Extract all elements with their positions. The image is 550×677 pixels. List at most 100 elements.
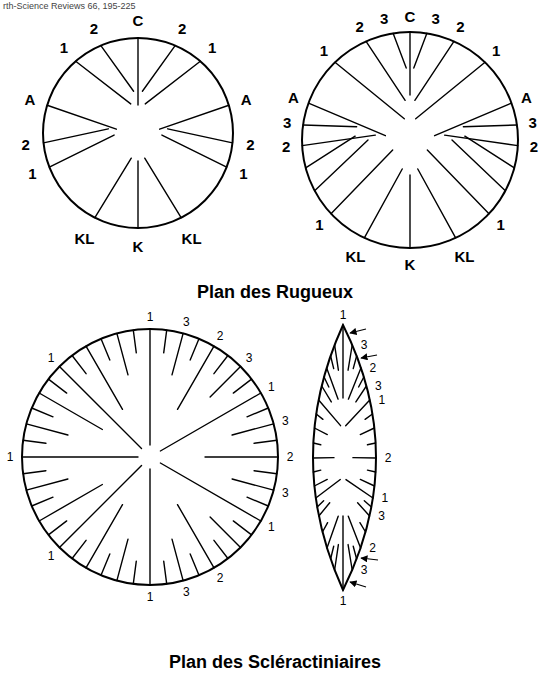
septum-line [32, 408, 53, 417]
septum-label: 1 [239, 166, 247, 181]
septum-line [327, 368, 338, 399]
septum-label: 1 [340, 309, 347, 321]
septum-line [331, 356, 334, 369]
septum-line [210, 366, 240, 396]
septum-line [214, 355, 228, 373]
septum-line [319, 503, 330, 516]
septum-line [48, 521, 66, 535]
septum-line [366, 41, 405, 100]
septum-line [247, 408, 268, 417]
septum-line [39, 393, 102, 430]
septum-label: 1 [378, 394, 385, 406]
septum-line [214, 540, 228, 558]
septum-line [335, 345, 339, 370]
septum-line [409, 175, 410, 248]
septum-label: 1 [320, 43, 328, 58]
septum-line [348, 545, 352, 570]
septum-line [149, 469, 150, 585]
septum-line [346, 400, 370, 426]
septum-label: 2 [287, 451, 294, 463]
septum-line [22, 456, 138, 457]
septum-label: 2 [456, 19, 464, 34]
septum-line [59, 465, 141, 547]
septum-line [316, 414, 323, 419]
septum-label: 3 [361, 339, 368, 351]
septum-line [435, 103, 512, 136]
septum-line [164, 561, 167, 584]
septum-line [76, 61, 131, 104]
insertion-arrow [350, 582, 366, 587]
septum-label: KL [345, 249, 365, 264]
septum-line [360, 479, 374, 486]
septum-line [190, 339, 199, 360]
septum-label: 1 [315, 217, 323, 232]
septum-line [26, 479, 68, 490]
septum-label: 3 [282, 415, 289, 427]
septum-line [335, 62, 404, 118]
septum-line [317, 501, 323, 507]
septum-line [348, 368, 361, 399]
septum-label: 2 [355, 19, 363, 34]
septum-line [172, 333, 183, 375]
septum-line [393, 33, 406, 68]
septum-line [353, 457, 376, 459]
septum-line [313, 443, 320, 445]
septum-line [168, 129, 233, 143]
septa-group [22, 32, 518, 590]
septum-line [133, 330, 136, 353]
septum-line [364, 169, 402, 238]
septum-line [95, 158, 131, 218]
septum-line [117, 539, 128, 581]
septum-line [360, 523, 366, 532]
septum-label: 3 [432, 11, 440, 26]
septum-label: 1 [48, 352, 55, 364]
septum-label: 1 [28, 166, 36, 181]
septum-line [232, 479, 274, 490]
septum-line [322, 523, 327, 532]
septum-line [233, 379, 251, 393]
septum-label: 1 [208, 40, 216, 55]
septum-line [359, 377, 364, 387]
septum-label: 3 [282, 487, 289, 499]
septum-line [418, 169, 456, 238]
septum-line [149, 329, 150, 445]
septum-label: 2 [282, 139, 290, 154]
septum-label: 2 [385, 452, 392, 464]
septum-label: 1 [268, 381, 275, 393]
septum-label: 2 [530, 139, 538, 154]
septum-label: C [133, 13, 144, 28]
scleractinian-calice-outline [22, 329, 278, 585]
septum-label: 1 [147, 591, 154, 603]
septum-line [303, 125, 357, 127]
septum-line [365, 414, 372, 419]
septum-line [137, 161, 138, 228]
septum-line [160, 463, 260, 521]
septum-line [23, 471, 46, 474]
septum-label: 2 [217, 572, 224, 584]
septum-label: 2 [246, 137, 254, 152]
septum-line [463, 125, 517, 127]
septum-label: 2 [21, 137, 29, 152]
septum-line [23, 440, 46, 443]
septum-line [48, 379, 66, 393]
septum-label: 1 [7, 451, 14, 463]
septum-line [414, 33, 427, 68]
rugose-calice-outline [302, 32, 518, 248]
septum-line [356, 386, 367, 402]
septum-line [316, 480, 340, 498]
septum-label: 2 [178, 21, 186, 36]
septum-line [353, 546, 356, 559]
septum-label: A [521, 90, 532, 105]
septum-line [360, 428, 374, 435]
septum-line [145, 61, 200, 104]
septum-label: K [133, 239, 144, 254]
septum-label: 3 [375, 380, 382, 392]
septum-label: 3 [378, 510, 385, 522]
septum-label: A [288, 90, 299, 105]
septum-line [409, 32, 410, 95]
septum-line [210, 517, 240, 547]
septum-line [44, 129, 109, 143]
septum-label: 2 [370, 362, 377, 374]
bilateral-calice-outline [313, 325, 376, 590]
